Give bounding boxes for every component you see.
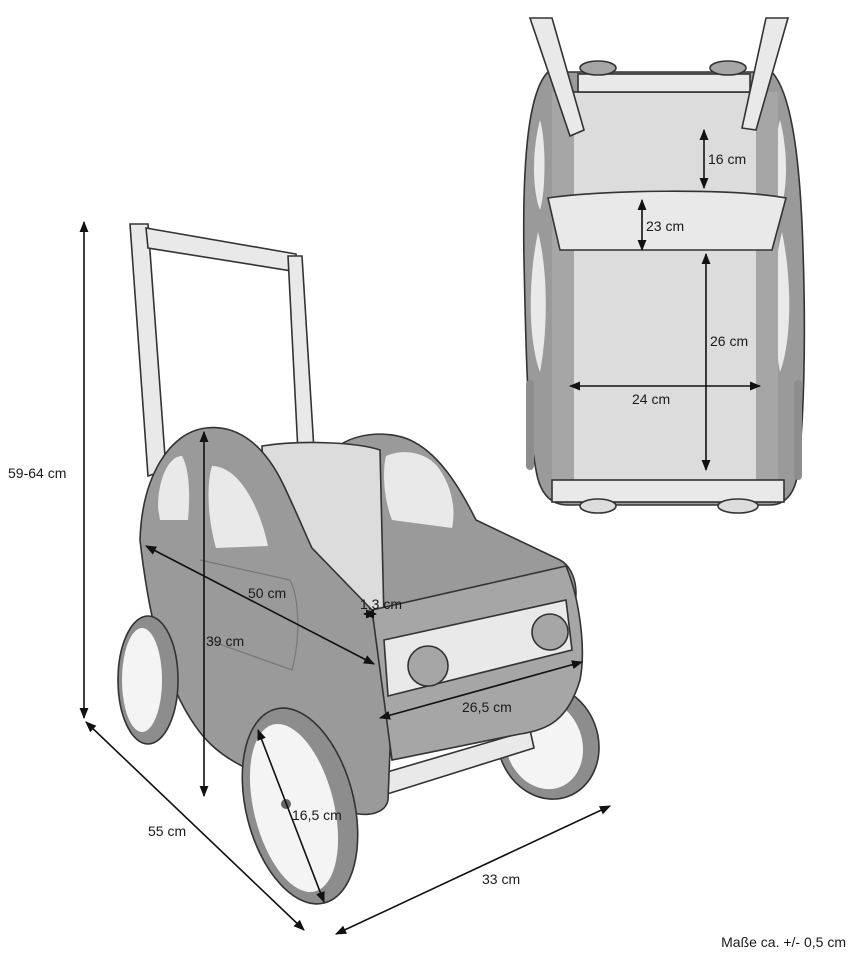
bumper-knob-left xyxy=(407,645,449,687)
label-top-23: 23 cm xyxy=(646,218,684,234)
label-top-16: 16 cm xyxy=(708,151,746,167)
label-length-50: 50 cm xyxy=(248,585,286,601)
far-window xyxy=(384,452,454,528)
top-view: 16 cm 23 cm 26 cm 24 cm xyxy=(522,17,806,514)
top-front-board xyxy=(551,479,785,503)
handle-bar xyxy=(145,227,299,273)
top-wheel-rear-right xyxy=(709,60,747,76)
near-window-front xyxy=(208,466,268,548)
bumper-knob-right xyxy=(531,613,569,651)
label-depth-55: 55 cm xyxy=(148,823,186,839)
top-handle-left xyxy=(528,17,585,138)
top-window-upper-right xyxy=(775,120,786,210)
label-thickness: 1,3 cm xyxy=(360,596,402,612)
label-height-39: 39 cm xyxy=(206,633,244,649)
label-height-total: 59-64 cm xyxy=(8,465,66,481)
top-handle-right xyxy=(741,17,790,131)
top-back-board xyxy=(577,73,751,93)
label-width-265: 26,5 cm xyxy=(462,699,512,715)
label-top-24: 24 cm xyxy=(632,391,670,407)
top-window-lower-left xyxy=(530,232,546,372)
tolerance-note: Maße ca. +/- 0,5 cm xyxy=(721,934,846,950)
top-wall-left xyxy=(552,92,574,484)
label-width-33: 33 cm xyxy=(482,871,520,887)
handle-post-front xyxy=(287,255,315,453)
top-window-upper-left xyxy=(534,120,545,210)
side-view: 59-64 cm 50 cm 1,3 cm 39 cm 26,5 cm 16,5… xyxy=(8,220,612,935)
label-top-26: 26 cm xyxy=(710,333,748,349)
top-wheel-front-left xyxy=(579,498,617,514)
top-wheel-front-right xyxy=(717,498,759,514)
rear-wheel-near-hub xyxy=(122,628,162,732)
near-window-rear xyxy=(158,456,190,520)
label-wheel-165: 16,5 cm xyxy=(292,807,342,823)
top-seat-board xyxy=(547,190,787,251)
top-wheel-side-left xyxy=(526,380,534,470)
top-wheel-side-right xyxy=(794,380,802,480)
top-wheel-rear-left xyxy=(579,60,617,76)
handle-post-rear xyxy=(129,223,167,478)
top-wall-right xyxy=(756,92,778,484)
